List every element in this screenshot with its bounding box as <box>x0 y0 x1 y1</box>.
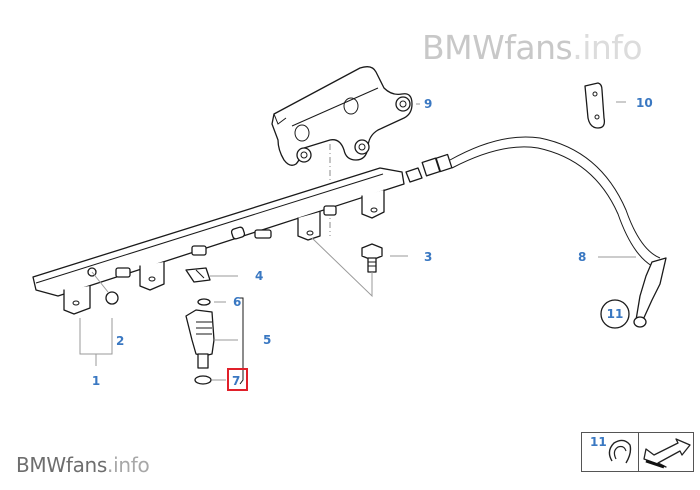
arrow-icon <box>643 438 691 469</box>
highlight-box-7 <box>227 368 248 391</box>
fuel-rail-part-1[interactable] <box>32 167 405 315</box>
injector-part-5[interactable] <box>185 309 215 369</box>
legend-box: 11 <box>581 432 694 472</box>
fuel-hose-part-8[interactable] <box>405 136 667 328</box>
bracket-part-9[interactable] <box>271 66 413 166</box>
clip-part-4[interactable] <box>185 267 211 283</box>
bolt-part-3[interactable] <box>361 243 383 273</box>
o-ring-part-6[interactable] <box>197 298 211 306</box>
callout-label-5[interactable]: 5 <box>263 333 271 347</box>
watermark-brand: BMWfans <box>422 28 573 67</box>
legend-number: 11 <box>590 435 607 449</box>
callout-label-6[interactable]: 6 <box>233 295 241 309</box>
callout-label-3[interactable]: 3 <box>424 250 432 264</box>
callout-label-9[interactable]: 9 <box>424 97 432 111</box>
callout-label-8[interactable]: 8 <box>578 250 586 264</box>
legend-divider <box>638 433 639 471</box>
callout-circle-11[interactable]: 11 <box>600 299 630 329</box>
watermark-top: BMWfans.info <box>422 28 643 67</box>
callout-label-2[interactable]: 2 <box>116 334 124 348</box>
callout-label-1[interactable]: 1 <box>92 374 100 388</box>
holder-part-10[interactable] <box>584 82 606 129</box>
callout-label-10[interactable]: 10 <box>636 96 653 110</box>
cap-part-2[interactable] <box>91 271 119 305</box>
o-ring-part-7[interactable] <box>194 375 212 385</box>
callout-label-11: 11 <box>607 307 624 321</box>
clamp-icon <box>608 439 632 464</box>
watermark-brand-bottom: BMWfans <box>16 453 108 477</box>
watermark-bottom: BMWfans.info <box>16 453 150 477</box>
bolt-leader <box>311 237 373 298</box>
watermark-suffix-bottom: .info <box>107 453 150 477</box>
callout-label-7[interactable]: 7 <box>232 374 240 388</box>
watermark-suffix: .info <box>572 28 643 67</box>
callout-label-4[interactable]: 4 <box>255 269 263 283</box>
